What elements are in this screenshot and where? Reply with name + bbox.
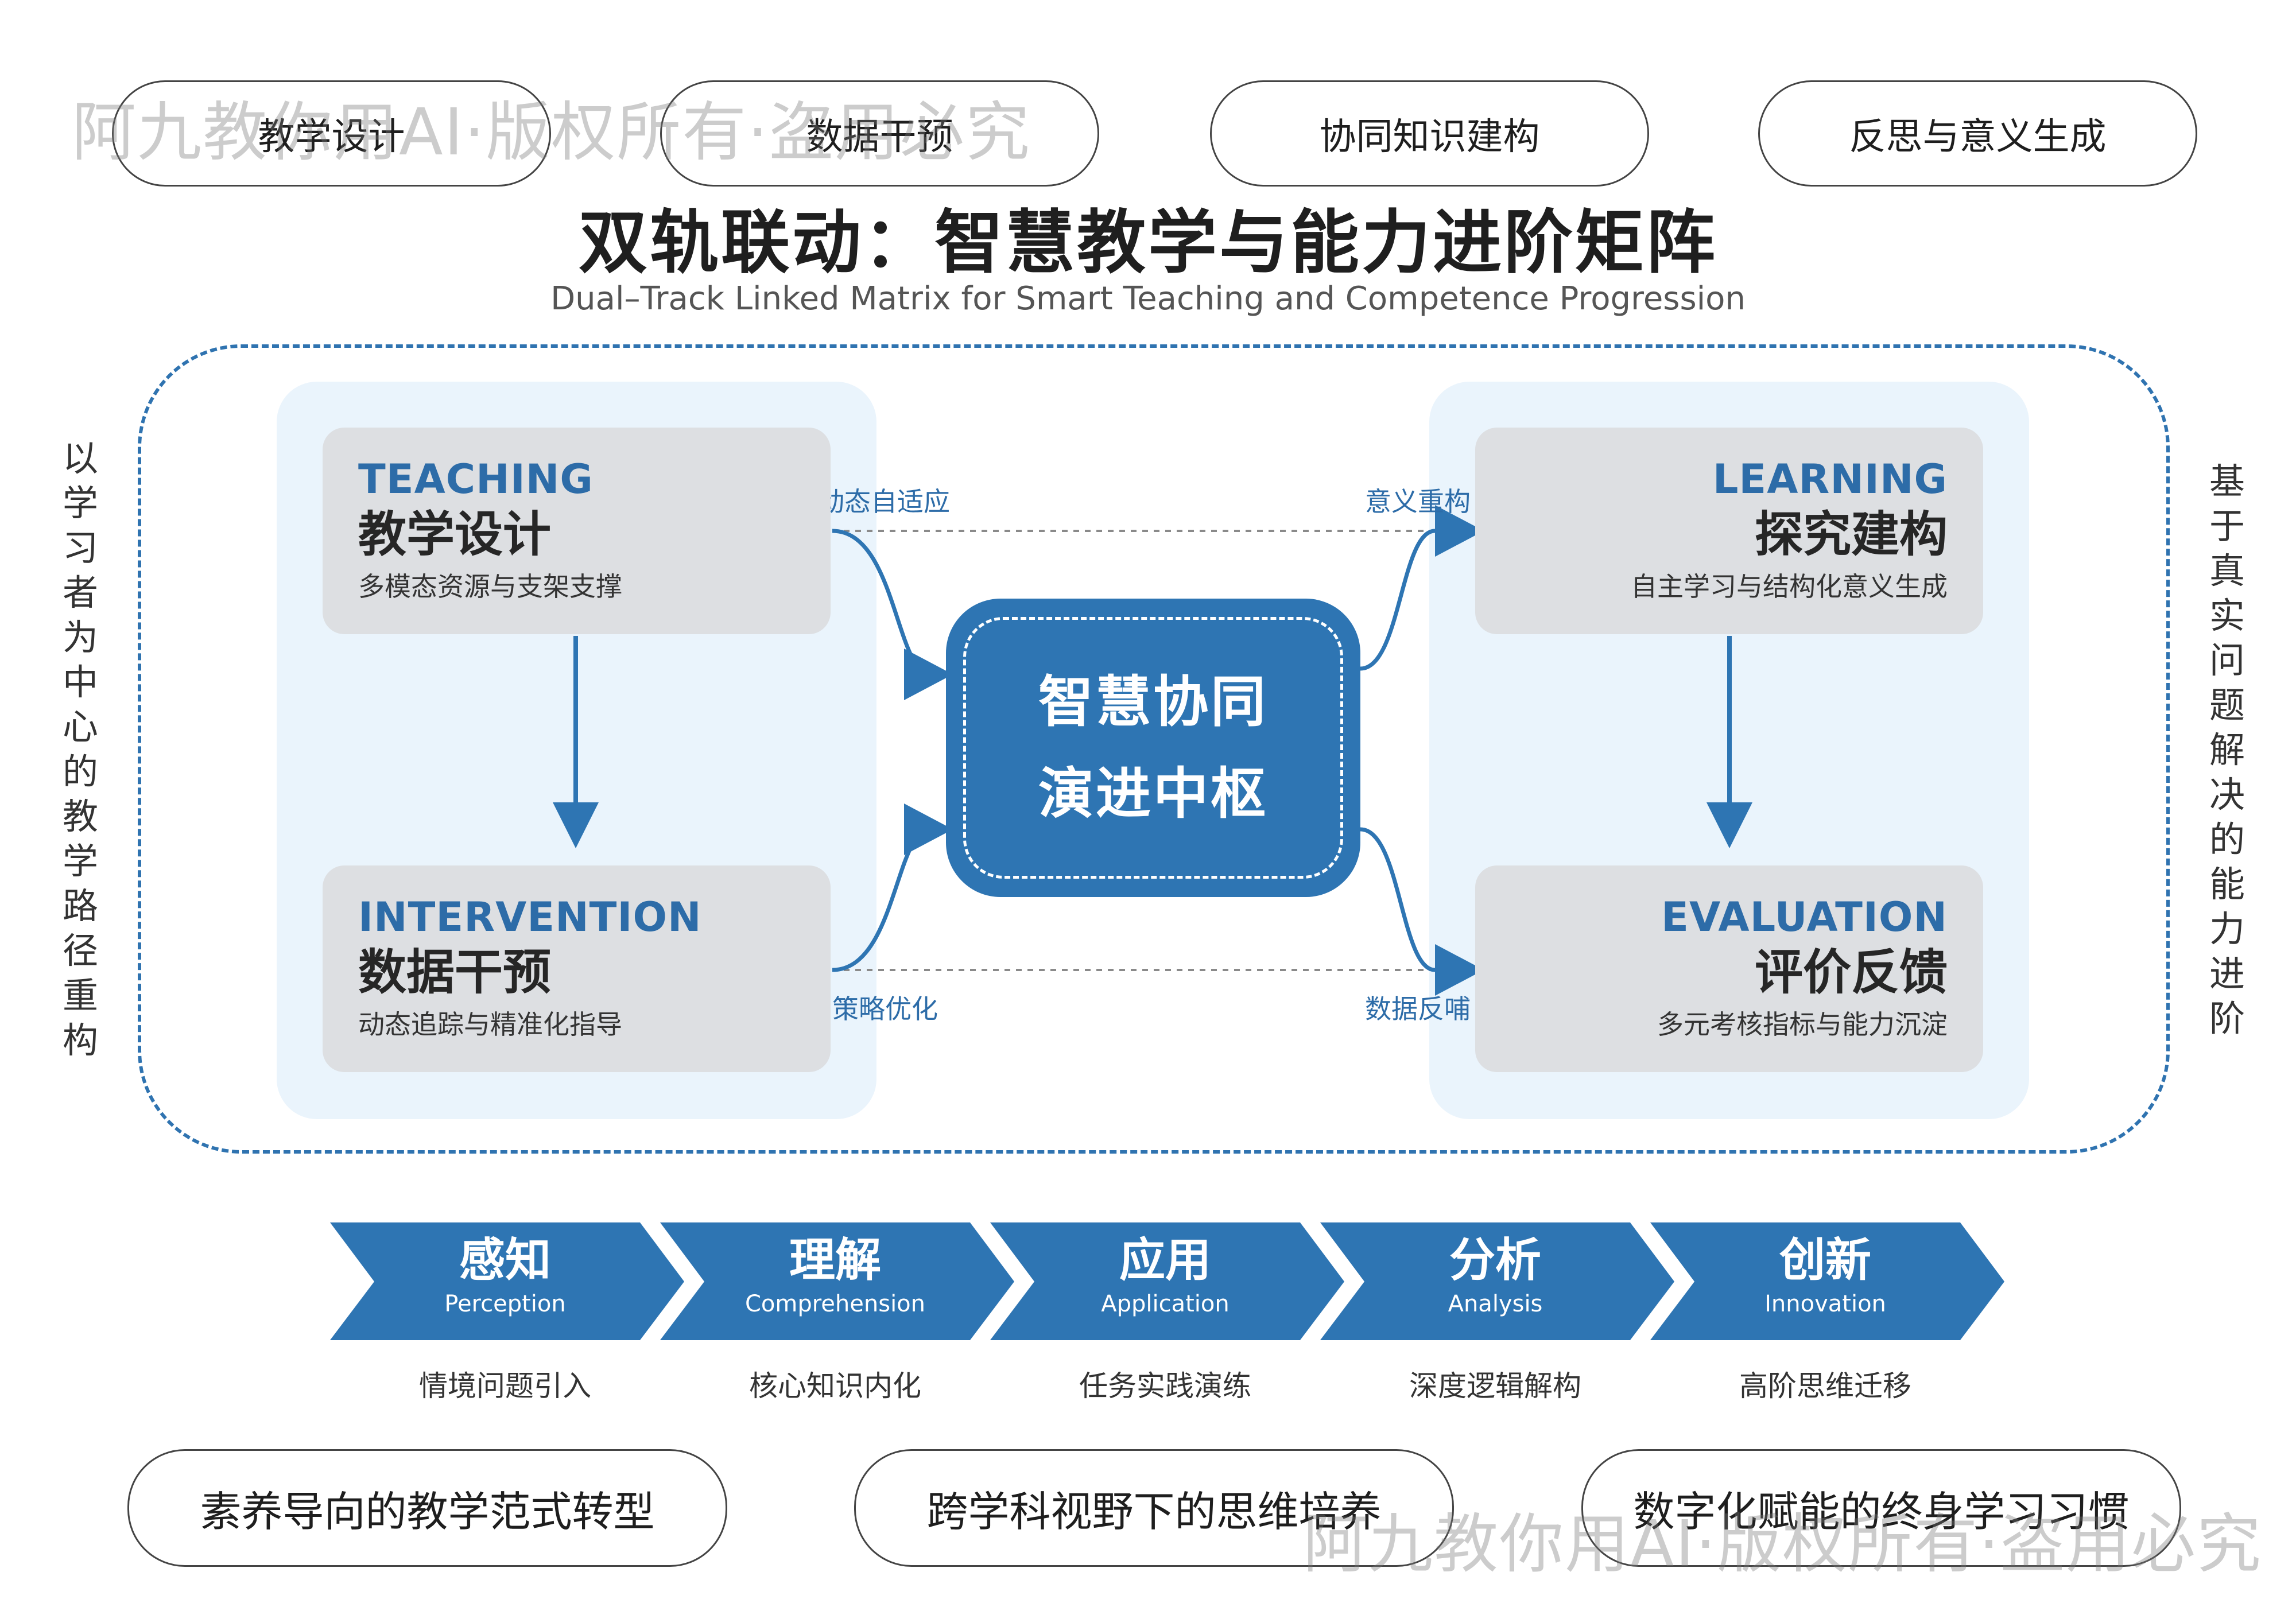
hub-line-2: 演进中枢: [1038, 762, 1268, 826]
stage-perception-zh: 感知: [459, 1233, 551, 1287]
right-vertical-label: 基于真实问题解决的能力进阶: [2209, 460, 2245, 1039]
stage-analysis-zh: 分析: [1449, 1233, 1541, 1287]
stage-application-desc: 任务实践演练: [1079, 1369, 1251, 1403]
stage-perception: 感知 Perception: [373, 1233, 637, 1320]
learning-down-arrow-head: [1707, 802, 1752, 848]
stage-analysis-desc: 深度逻辑解构: [1409, 1369, 1581, 1403]
hub-to-learning-arrowhead: [1435, 505, 1484, 557]
card-evaluation-zh: 评价反馈: [1754, 944, 1948, 1000]
page-subtitle: Dual–Track Linked Matrix for Smart Teach…: [550, 280, 1746, 317]
bottom-pill-interdisciplinary: 跨学科视野下的思维培养: [854, 1449, 1454, 1567]
hub-inner: 智慧协同 演进中枢: [963, 617, 1343, 879]
card-intervention-desc: 动态追踪与精准化指导: [358, 1009, 622, 1040]
flow-label-meaning-reconstruction: 意义重构: [1365, 486, 1471, 517]
teaching-to-hub-arrowhead: [904, 649, 953, 700]
card-intervention-zh: 数据干预: [358, 944, 552, 1000]
stage-chevron-perception: [330, 1222, 684, 1340]
card-evaluation: EVALUATION 评价反馈 多元考核指标与能力沉淀: [1475, 865, 1983, 1072]
stage-chevron-innovation: [1650, 1222, 2004, 1340]
hub-to-learning-curve: [1360, 529, 1436, 671]
card-evaluation-desc: 多元考核指标与能力沉淀: [1657, 1009, 1948, 1040]
flow-label-dynamic-adaptive: 动态自适应: [818, 486, 950, 517]
flow-label-strategy-optimization: 策略优化: [832, 993, 938, 1024]
card-intervention-en: INTERVENTION: [358, 894, 702, 941]
card-teaching-zh: 教学设计: [358, 506, 552, 562]
top-pill-reflection: 反思与意义生成: [1758, 80, 2197, 187]
stage-innovation-desc: 高阶思维迁移: [1739, 1369, 1911, 1403]
card-learning-desc: 自主学习与结构化意义生成: [1631, 571, 1948, 602]
card-learning-zh: 探究建构: [1754, 506, 1948, 562]
card-teaching-en: TEACHING: [358, 456, 594, 503]
stage-comprehension-en: Comprehension: [744, 1291, 926, 1317]
bottom-pill-literacy: 素养导向的教学范式转型: [127, 1449, 727, 1567]
card-learning-en: LEARNING: [1712, 456, 1948, 503]
stage-comprehension: 理解 Comprehension: [703, 1233, 967, 1320]
stage-analysis-en: Analysis: [1448, 1291, 1543, 1317]
top-pill-collaborative-construction: 协同知识建构: [1210, 80, 1649, 187]
hub-to-evaluation-curve: [1360, 827, 1436, 972]
matrix-frame: [138, 344, 2170, 1154]
card-intervention: INTERVENTION 数据干预 动态追踪与精准化指导: [323, 865, 831, 1072]
flow-label-data-feedback: 数据反哺: [1365, 993, 1471, 1024]
card-evaluation-en: EVALUATION: [1661, 894, 1948, 941]
stage-chevron-application: [990, 1222, 1344, 1340]
hub-box: [946, 599, 1360, 897]
stage-application: 应用 Application: [1033, 1233, 1297, 1320]
stage-chevron-analysis: [1320, 1222, 1674, 1340]
stage-perception-desc: 情境问题引入: [419, 1369, 591, 1403]
watermark-top: 阿九教你用AI·版权所有·盗用必究: [72, 95, 1031, 170]
bottom-pill-digital: 数字化赋能的终身学习习惯: [1581, 1449, 2181, 1567]
top-pill-data-intervention: 数据干预: [660, 80, 1099, 187]
stage-perception-en: Perception: [444, 1291, 566, 1317]
stage-comprehension-zh: 理解: [789, 1233, 881, 1287]
teaching-to-hub-curve: [832, 529, 930, 677]
card-learning: LEARNING 探究建构 自主学习与结构化意义生成: [1475, 428, 1983, 634]
stage-innovation-en: Innovation: [1764, 1291, 1886, 1317]
card-teaching: TEACHING 教学设计 多模态资源与支架支撑: [323, 428, 831, 634]
teaching-down-arrow-head: [553, 802, 599, 848]
watermark-bottom: 阿九教你用AI·版权所有·盗用必究: [1303, 1507, 2262, 1582]
stage-comprehension-desc: 核心知识内化: [749, 1369, 921, 1403]
intervention-to-hub-arrowhead: [904, 804, 953, 855]
hub-to-evaluation-arrowhead: [1435, 944, 1484, 996]
card-teaching-desc: 多模态资源与支架支撑: [358, 571, 622, 602]
stage-innovation: 创新 Innovation: [1693, 1233, 1957, 1320]
stage-chevron-comprehension: [660, 1222, 1014, 1340]
stage-application-en: Application: [1101, 1291, 1230, 1317]
stage-analysis: 分析 Analysis: [1363, 1233, 1627, 1320]
stage-innovation-zh: 创新: [1779, 1233, 1871, 1287]
intervention-to-hub-curve: [832, 827, 930, 972]
left-vertical-label: 以学习者为中心的教学路径重构: [62, 437, 98, 1061]
hub-line-1: 智慧协同: [1038, 670, 1268, 734]
page-title: 双轨联动：智慧教学与能力进阶矩阵: [579, 203, 1717, 283]
top-pill-teaching-design: 教学设计: [112, 80, 551, 187]
stage-application-zh: 应用: [1119, 1233, 1211, 1287]
